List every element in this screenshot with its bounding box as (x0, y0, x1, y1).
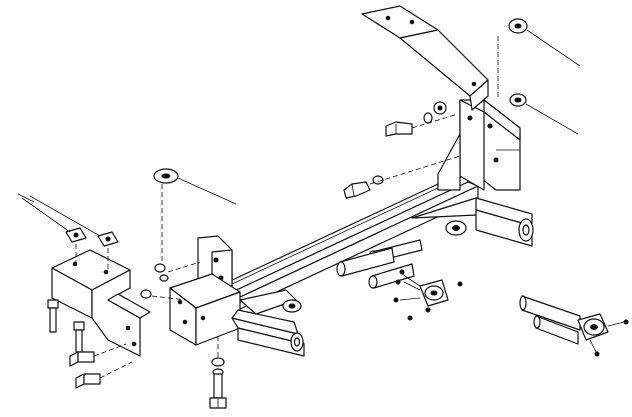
bolt-hardware (17, 18, 581, 409)
nuts-left-plate (140, 263, 169, 299)
bolt-right-upper (385, 121, 413, 137)
wiring-connector-right (519, 295, 629, 357)
lower-tow-arm-right (411, 197, 534, 247)
bottom-bolt-stack (209, 357, 227, 409)
right-mounting-bracket (437, 99, 521, 191)
spring-nuts-left (17, 193, 119, 247)
spacer-top-right (508, 18, 581, 67)
left-frame-bracket (51, 249, 151, 357)
bolts-under-left-bracket (47, 299, 85, 353)
top-hanger-strap (361, 5, 489, 111)
lower-tow-arm-left (231, 289, 305, 357)
wiring-connector-center (393, 269, 463, 321)
bolts-horizontal-left (69, 351, 101, 389)
left-mounting-bracket (169, 235, 241, 346)
bolt-right-lower (343, 175, 384, 199)
locknut-right (509, 93, 579, 135)
spacer-left (153, 168, 237, 205)
washer-right-upper (423, 101, 447, 124)
